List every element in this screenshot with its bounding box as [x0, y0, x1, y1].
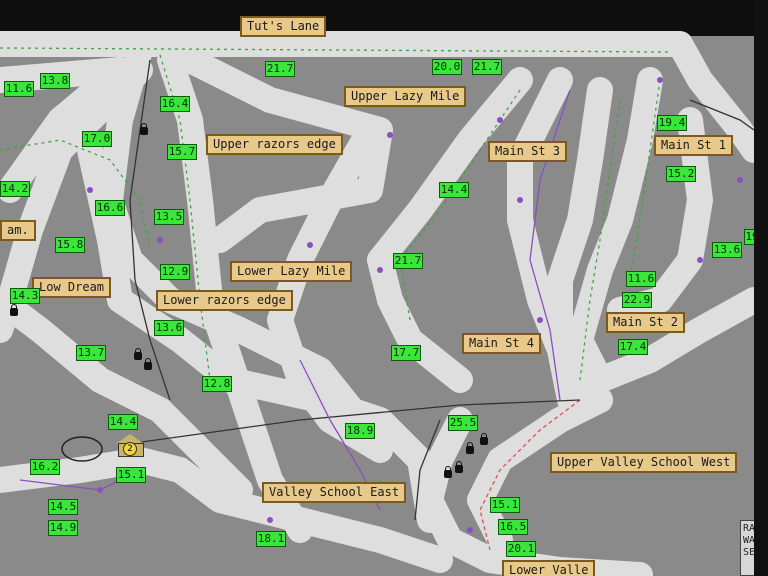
monitor-bezel-right: [754, 0, 768, 576]
reading-badge[interactable]: 16.2: [30, 459, 60, 475]
reading-badge[interactable]: 16.4: [160, 96, 190, 112]
trail-label-am[interactable]: am.: [0, 220, 36, 241]
reading-badge[interactable]: 14.4: [108, 414, 138, 430]
lodge-marker: 2: [123, 442, 137, 456]
reading-badge[interactable]: 20.0: [432, 59, 462, 75]
reading-badge[interactable]: 14.9: [48, 520, 78, 536]
reading-badge[interactable]: 13.5: [154, 209, 184, 225]
reading-badge[interactable]: 21.7: [265, 61, 295, 77]
reading-badge[interactable]: 12.8: [202, 376, 232, 392]
info-line: WA: [743, 535, 756, 546]
lock-icon: [10, 304, 18, 316]
lock-icon: [444, 466, 452, 478]
lock-icon: [480, 433, 488, 445]
trail-label-upper-razors-edge[interactable]: Upper razors edge: [206, 134, 343, 155]
trail-label-valley-school-east[interactable]: Valley School East: [262, 482, 407, 503]
reading-badge[interactable]: 22.9: [622, 292, 652, 308]
trail-label-tuts-lane[interactable]: Tut's Lane: [240, 16, 327, 37]
trail-label-main-st-2[interactable]: Main St 2: [606, 312, 686, 333]
reading-badge[interactable]: 17.4: [618, 339, 648, 355]
reading-badge[interactable]: 17.7: [391, 345, 421, 361]
info-line: SE: [743, 547, 756, 558]
reading-badge[interactable]: 16.5: [498, 519, 528, 535]
reading-badge[interactable]: 14.2: [0, 181, 30, 197]
trail-label-lower-valley[interactable]: Lower Valle: [502, 560, 596, 576]
trail-label-low-dream[interactable]: Low Dream: [32, 277, 112, 298]
reading-badge[interactable]: 15.1: [116, 467, 146, 483]
reading-badge[interactable]: 18.9: [345, 423, 375, 439]
lock-icon: [140, 123, 148, 135]
lock-icon: [144, 358, 152, 370]
pond-outline: [61, 436, 103, 462]
trail-label-lower-lazy-mile[interactable]: Lower Lazy Mile: [230, 261, 353, 282]
reading-badge[interactable]: 21.7: [472, 59, 502, 75]
reading-badge[interactable]: 25.5: [448, 415, 478, 431]
reading-badge[interactable]: 20.1: [506, 541, 536, 557]
pipe-lines: [0, 47, 754, 551]
reading-badge[interactable]: 15.8: [55, 237, 85, 253]
reading-badge[interactable]: 16.6: [95, 200, 125, 216]
trail-label-upper-lazy-mile[interactable]: Upper Lazy Mile: [344, 86, 467, 107]
trail-label-main-st-1[interactable]: Main St 1: [654, 135, 734, 156]
reading-badge[interactable]: 13.6: [154, 320, 184, 336]
reading-badge[interactable]: 18.1: [256, 531, 286, 547]
reading-badge[interactable]: 14.3: [10, 288, 40, 304]
reading-badge[interactable]: 17.0: [82, 131, 112, 147]
trail-label-main-st-3[interactable]: Main St 3: [488, 141, 568, 162]
reading-badge[interactable]: 15.7: [167, 144, 197, 160]
lock-icon: [466, 442, 474, 454]
reading-badge[interactable]: 11.6: [4, 81, 34, 97]
reading-badge[interactable]: 15.2: [666, 166, 696, 182]
lodge-icon[interactable]: 2: [112, 434, 148, 457]
reading-badge[interactable]: 19.4: [657, 115, 687, 131]
trail-label-main-st-4[interactable]: Main St 4: [462, 333, 542, 354]
lock-icon: [134, 348, 142, 360]
reading-badge[interactable]: 15.1: [490, 497, 520, 513]
info-line: RA: [743, 523, 756, 534]
reading-badge[interactable]: 14.4: [439, 182, 469, 198]
reading-badge[interactable]: 13.8: [40, 73, 70, 89]
lock-icon: [455, 461, 463, 473]
reading-badge[interactable]: 12.9: [160, 264, 190, 280]
reading-badge[interactable]: 13.7: [76, 345, 106, 361]
reading-badge[interactable]: 14.5: [48, 499, 78, 515]
reading-badge[interactable]: 21.7: [393, 253, 423, 269]
trail-label-upper-valley-school-west[interactable]: Upper Valley School West: [550, 452, 738, 473]
reading-badge[interactable]: 11.6: [626, 271, 656, 287]
reading-badge[interactable]: 13.6: [712, 242, 742, 258]
trail-label-lower-razors-edge[interactable]: Lower razors edge: [156, 290, 293, 311]
monitor-bezel-top: [0, 0, 768, 36]
